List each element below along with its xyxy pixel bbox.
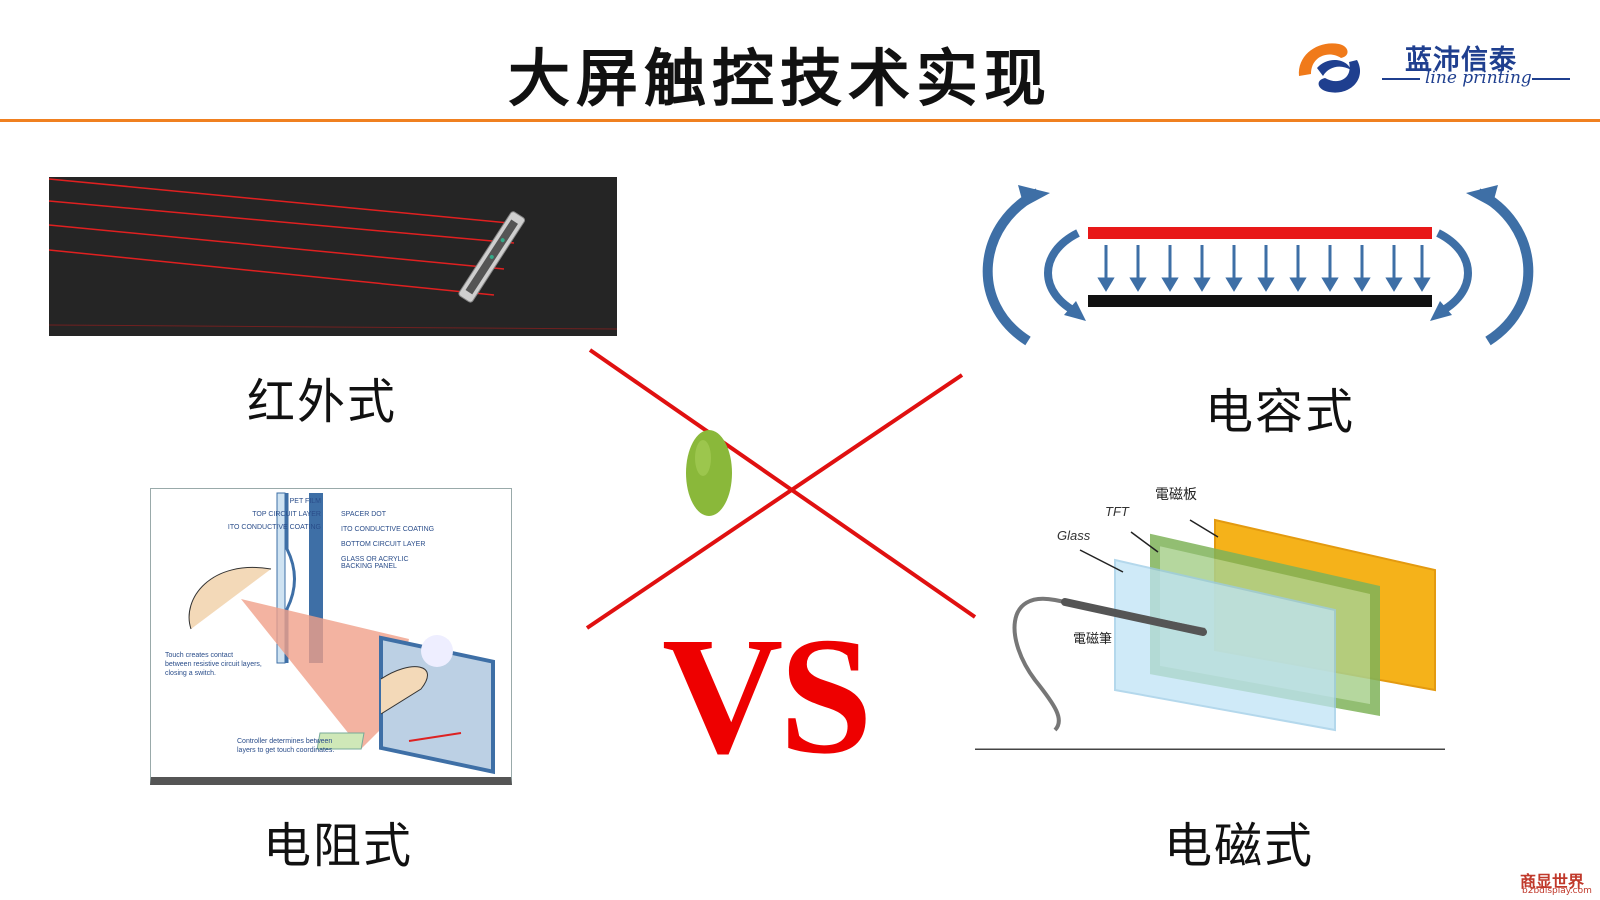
callout-ito-bottom: ITO CONDUCTIVE COATING	[341, 526, 435, 533]
logo-name: 蓝沛信泰	[1405, 45, 1517, 76]
callout-spacer-dot: SPACER DOT	[341, 511, 386, 518]
logo-tagline: line printing	[1425, 68, 1532, 88]
cross-line-a	[588, 348, 977, 619]
note-controller-line: layers to get touch coordinates.	[237, 747, 335, 754]
em-layer-glass: Glass	[1057, 528, 1091, 543]
vs-text: VS	[662, 603, 873, 789]
label-capacitive: 电容式	[1205, 384, 1356, 440]
company-logo	[1298, 34, 1563, 104]
note-touch-line: closing a switch.	[165, 670, 216, 677]
electromagnetic-diagram: 電磁板 TFT Glass 電磁筆	[975, 486, 1445, 750]
capacitive-diagram	[982, 185, 1534, 346]
watermark-name: 商显世界	[1520, 872, 1585, 891]
green-ellipse	[686, 430, 732, 516]
callout-glass: GLASS OR ACRYLIC	[341, 556, 409, 563]
ellipse-highlight	[695, 440, 711, 476]
callout-ito-top: ITO CONDUCTIVE COATING	[227, 524, 321, 531]
label-infrared: 红外式	[247, 374, 398, 430]
label-resistive: 电阻式	[263, 818, 414, 874]
header-rule	[0, 119, 1600, 122]
callout-backing: BACKING PANEL	[341, 563, 397, 570]
logo-divider	[1532, 78, 1570, 80]
resistive-diagram: PET FILM TOP CIRCUIT LAYER ITO CONDUCTIV…	[150, 488, 512, 785]
label-electromagnetic: 电磁式	[1164, 818, 1315, 874]
note-touch-line: between resistive circuit layers,	[165, 661, 262, 668]
callout-bottom-circuit: BOTTOM CIRCUIT LAYER	[341, 541, 426, 548]
em-layer-board: 電磁板	[1155, 486, 1197, 502]
note-controller-line: Controller determines between	[237, 738, 333, 745]
em-layer-tft: TFT	[1105, 504, 1129, 519]
logo-mark-icon	[1298, 43, 1361, 93]
slide-title: 大屏触控技术实现	[507, 42, 1052, 115]
em-pen-label: 電磁筆	[1073, 631, 1113, 646]
logo-divider	[1382, 78, 1420, 80]
callout-pet-film: PET FILM	[289, 498, 321, 505]
watermark-site: b2bdisplay.com	[1522, 886, 1592, 896]
note-touch-line: Touch creates contact	[165, 652, 234, 659]
callout-top-circuit: TOP CIRCUIT LAYER	[252, 511, 321, 518]
cross-line-b	[585, 373, 964, 630]
infrared-diagram	[49, 177, 617, 336]
